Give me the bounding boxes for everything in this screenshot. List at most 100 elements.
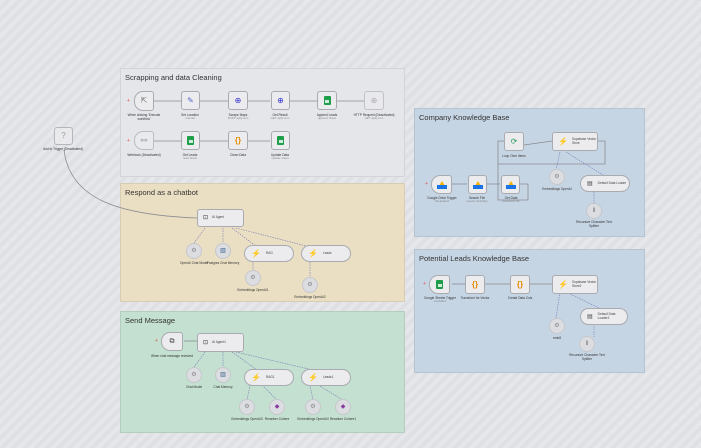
node-chat-model[interactable]: ⚙ — [186, 367, 202, 383]
google-drive-icon — [472, 180, 483, 189]
node-label: emb8 — [553, 336, 561, 340]
node-http-request[interactable]: ⊕ — [364, 91, 384, 110]
node-update-data[interactable] — [271, 131, 290, 150]
add-trigger-plus[interactable]: + — [423, 281, 426, 287]
node-embeddings-2[interactable]: ⚙ — [302, 277, 318, 293]
node-sheets-trigger[interactable] — [429, 275, 450, 294]
node-search-file[interactable] — [468, 175, 487, 194]
sticky-title: Respond as a chatbot — [125, 188, 198, 197]
sticky-chatbot[interactable]: Respond as a chatbot — [120, 183, 405, 302]
node-drive-trigger[interactable] — [431, 175, 452, 194]
node-agent-trigger[interactable]: ? — [54, 127, 73, 145]
node-supabase-store-2[interactable]: ⚡Supabase Vector Store2 — [552, 275, 598, 294]
database-icon: ▥ — [220, 248, 226, 254]
code-braces-icon: {} — [234, 136, 242, 145]
node-label: Chat Memory — [213, 385, 233, 389]
node-supabase-store[interactable]: ⚡Supabase Vector Store — [552, 132, 598, 151]
node-embeddings-4[interactable]: ⚙ — [305, 399, 321, 415]
node-label: OpenAI Chat Model — [180, 261, 208, 265]
openai-icon: ⚙ — [310, 404, 316, 410]
node-label: Webhook (Deactivated) — [127, 153, 161, 157]
google-sheets-icon — [323, 96, 331, 105]
node-chat-trigger[interactable]: ⧉ — [161, 332, 183, 351]
node-clean-data[interactable]: {} — [228, 131, 248, 150]
node-label: Embeddings OpenAI3 — [231, 417, 263, 421]
node-label: Reranker Cohere — [264, 417, 290, 421]
cohere-icon: ◆ — [274, 404, 280, 410]
node-label: Embeddings OpenAI4 — [297, 417, 329, 421]
node-get-leads[interactable] — [181, 131, 200, 150]
supabase-icon: ⚡ — [308, 373, 318, 382]
node-leads-tool[interactable]: ⚡Leads — [301, 245, 351, 262]
node-embeddings-company[interactable]: ⚙ — [549, 169, 565, 185]
node-rag-tool[interactable]: ⚡RAG — [244, 245, 294, 262]
node-label: Create Data Cols — [507, 296, 533, 300]
node-default-loader-2[interactable]: ▤Default Data Loader2 — [580, 308, 628, 325]
sticky-title: Company Knowledge Base — [419, 113, 510, 122]
node-get-result[interactable]: ⊕ — [271, 91, 290, 110]
robot-icon: ⊡ — [203, 339, 209, 346]
node-label: Loop Over Items — [502, 154, 526, 158]
node-embeddings-3[interactable]: ⚙ — [239, 399, 255, 415]
webhook-icon: ⚯ — [140, 135, 148, 145]
openai-icon: ⚙ — [307, 282, 313, 288]
node-postgres-memory[interactable]: ▥ — [215, 243, 231, 259]
node-label: Recursive Character Text Splitter — [576, 220, 612, 228]
node-webhook[interactable]: ⚯ — [134, 131, 154, 150]
add-trigger-plus[interactable]: + — [155, 338, 158, 344]
node-reranker-1[interactable]: ◆ — [269, 399, 285, 415]
sticky-title: Potential Leads Knowledge Base — [419, 254, 530, 263]
node-embeddings-1[interactable]: ⚙ — [245, 270, 261, 286]
node-manual-trigger[interactable]: ⇱ — [134, 91, 154, 111]
node-ai-agent-1[interactable]: ⊡AI Agent1 — [197, 333, 244, 352]
node-label: Postgres Chat Memory — [206, 261, 240, 265]
node-text-splitter-2[interactable]: ‖ — [579, 336, 595, 352]
node-label: When chat message received — [151, 354, 193, 358]
node-create-data[interactable]: {} — [510, 275, 530, 294]
node-get-data[interactable] — [501, 175, 520, 194]
node-label: Chat Model — [185, 385, 203, 389]
splitter-icon: ‖ — [585, 341, 589, 347]
node-scrape-maps[interactable]: ⊕ — [228, 91, 248, 110]
add-trigger-plus[interactable]: + — [127, 98, 130, 104]
node-loop-items[interactable]: ⟳ — [504, 132, 524, 151]
node-chat-memory[interactable]: ▥ — [215, 367, 231, 383]
node-append-leads[interactable] — [317, 91, 337, 110]
google-drive-icon — [505, 180, 516, 189]
node-transform[interactable]: {} — [465, 275, 485, 294]
globe-icon: ⊕ — [370, 95, 378, 105]
sticky-scraping[interactable]: Scrapping and data Cleaning — [120, 68, 405, 177]
globe-icon: ⊕ — [277, 96, 284, 105]
node-rag1-tool[interactable]: ⚡RAG1 — [244, 369, 294, 386]
chat-icon: ⧉ — [169, 338, 175, 345]
cursor-icon: ⇱ — [140, 96, 148, 105]
code-braces-icon: {} — [516, 280, 524, 289]
node-ai-agent[interactable]: ⊡AI Agent — [197, 209, 244, 227]
document-icon: ▤ — [587, 180, 593, 187]
add-trigger-plus[interactable]: + — [425, 181, 428, 187]
sticky-title: Scrapping and data Cleaning — [125, 73, 222, 82]
openai-icon: ⚙ — [554, 323, 560, 329]
node-reranker-2[interactable]: ◆ — [335, 399, 351, 415]
node-openai-model[interactable]: ⚙ — [186, 243, 202, 259]
question-icon: ? — [61, 131, 66, 140]
loop-icon: ⟳ — [510, 136, 518, 146]
add-trigger-plus[interactable]: + — [127, 138, 130, 144]
node-text-splitter[interactable]: ‖ — [586, 203, 602, 219]
node-label: HTTP Request (Deactivated)GET: apify.com — [353, 113, 395, 120]
node-label: Embeddings OpenAI2 — [294, 295, 326, 299]
node-label: Embeddings OpenAI — [542, 187, 572, 191]
node-set-location[interactable]: ✎ — [181, 91, 200, 110]
sticky-company-kb[interactable]: Company Knowledge Base — [414, 108, 645, 237]
node-embeddings-leads[interactable]: ⚙ — [549, 318, 565, 334]
node-leads1-tool[interactable]: ⚡Leads1 — [301, 369, 351, 386]
pencil-icon: ✎ — [187, 95, 194, 105]
node-default-loader[interactable]: ▤Default Data Loader — [580, 175, 630, 192]
